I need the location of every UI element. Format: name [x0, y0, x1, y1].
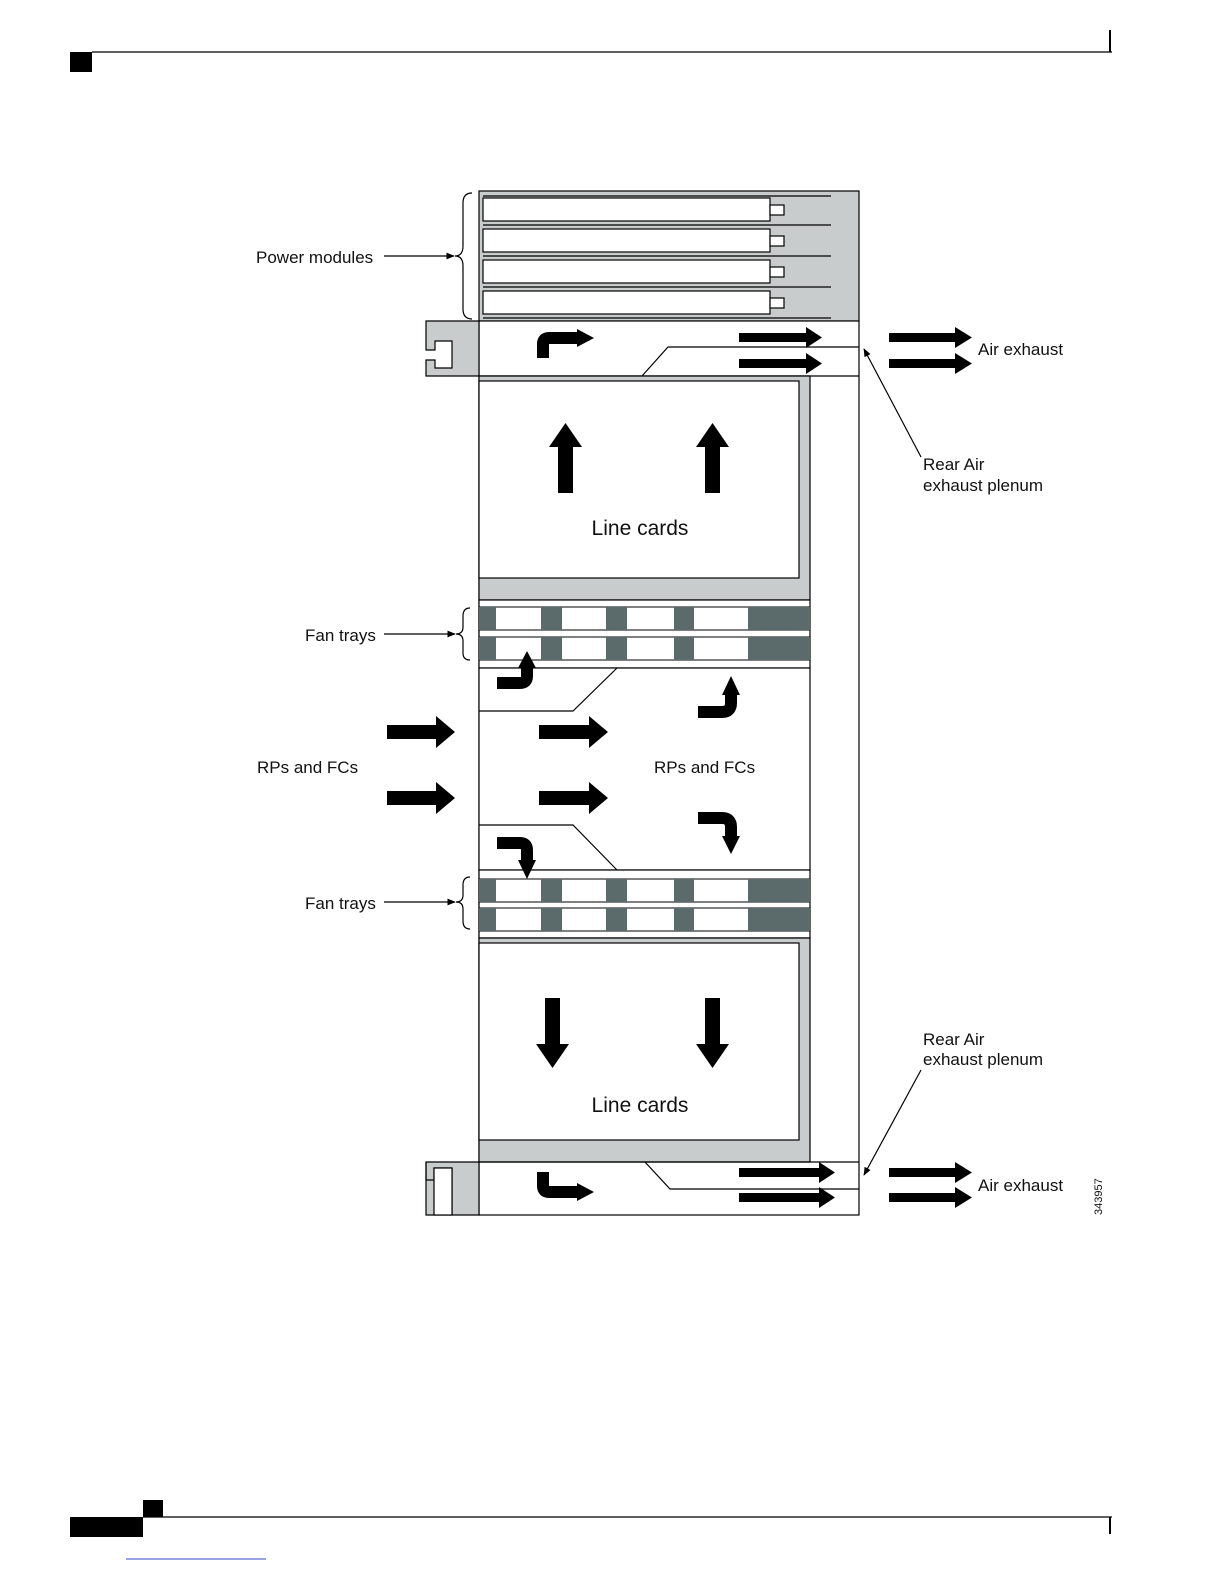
label-rps-fcs-center: RPs and FCs — [654, 758, 755, 777]
page-footer-rule — [70, 1500, 1112, 1559]
label-rear-plenum-top-line2: exhaust plenum — [923, 476, 1043, 495]
chassis — [426, 191, 859, 1215]
label-fan-trays-bottom: Fan trays — [305, 894, 376, 913]
intake-arrow-1 — [387, 716, 455, 748]
fan-trays-bottom — [479, 870, 810, 938]
label-air-exhaust-bottom: Air exhaust — [978, 1176, 1063, 1195]
rp-fc-section — [479, 668, 810, 870]
air-exhaust-arrow-top-2 — [889, 353, 972, 374]
label-rear-plenum-bottom-line2: exhaust plenum — [923, 1050, 1043, 1069]
air-exhaust-arrow-top-1 — [889, 327, 972, 348]
label-rear-plenum-top-line1: Rear Air — [923, 455, 985, 474]
label-rps-fcs-left: RPs and FCs — [257, 758, 358, 777]
page-header-rule — [70, 30, 1112, 72]
air-exhaust-arrow-bottom-1 — [889, 1162, 972, 1183]
label-fan-trays-top: Fan trays — [305, 626, 376, 645]
air-exhaust-arrow-bottom-2 — [889, 1187, 972, 1208]
label-line-cards-bottom: Line cards — [592, 1094, 689, 1117]
label-rear-plenum-bottom-line1: Rear Air — [923, 1030, 985, 1049]
line-card-cage-bottom — [479, 938, 810, 1162]
label-power-modules: Power modules — [256, 248, 373, 267]
figure-id: 343957 — [1093, 1178, 1105, 1215]
line-card-cage-top — [479, 376, 810, 600]
label-air-exhaust-top: Air exhaust — [978, 340, 1063, 359]
mounting-bracket-top — [426, 321, 479, 376]
intake-arrow-2 — [387, 782, 455, 814]
label-line-cards-top: Line cards — [592, 517, 689, 540]
power-module-bay — [479, 191, 859, 321]
